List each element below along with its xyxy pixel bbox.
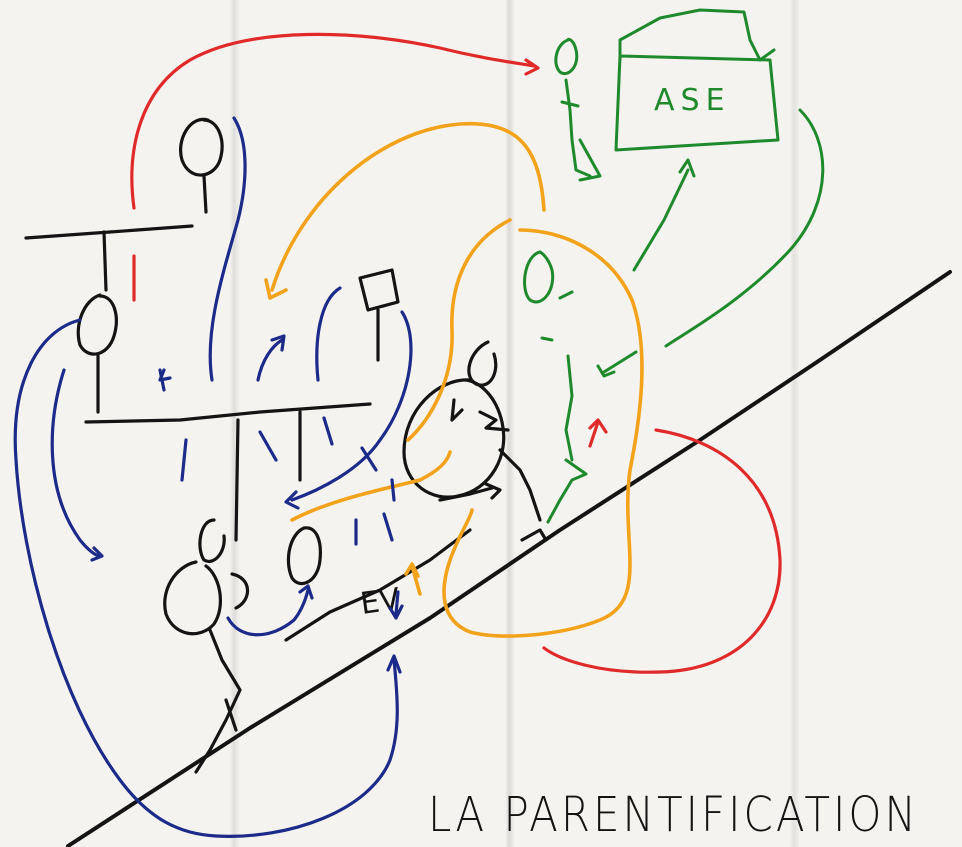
grandparent-figure-top — [24, 117, 224, 292]
parentified-child-figure — [284, 340, 548, 642]
parent-figure-bottom — [163, 518, 250, 774]
ground-line — [66, 270, 952, 847]
family-beam — [84, 402, 372, 424]
child-figure-small — [286, 526, 322, 585]
orange-relations — [264, 121, 644, 638]
grandparent-figure-left — [76, 293, 118, 414]
ase-box-label: ASE — [654, 83, 731, 118]
diagram-title: LA PARENTIFICATION — [428, 786, 919, 843]
parent-link-line — [234, 418, 240, 542]
parent-figure-right — [298, 268, 400, 482]
blue-relations — [13, 116, 413, 838]
ase-institution-group: ASE — [523, 8, 825, 524]
red-relations — [130, 32, 782, 674]
